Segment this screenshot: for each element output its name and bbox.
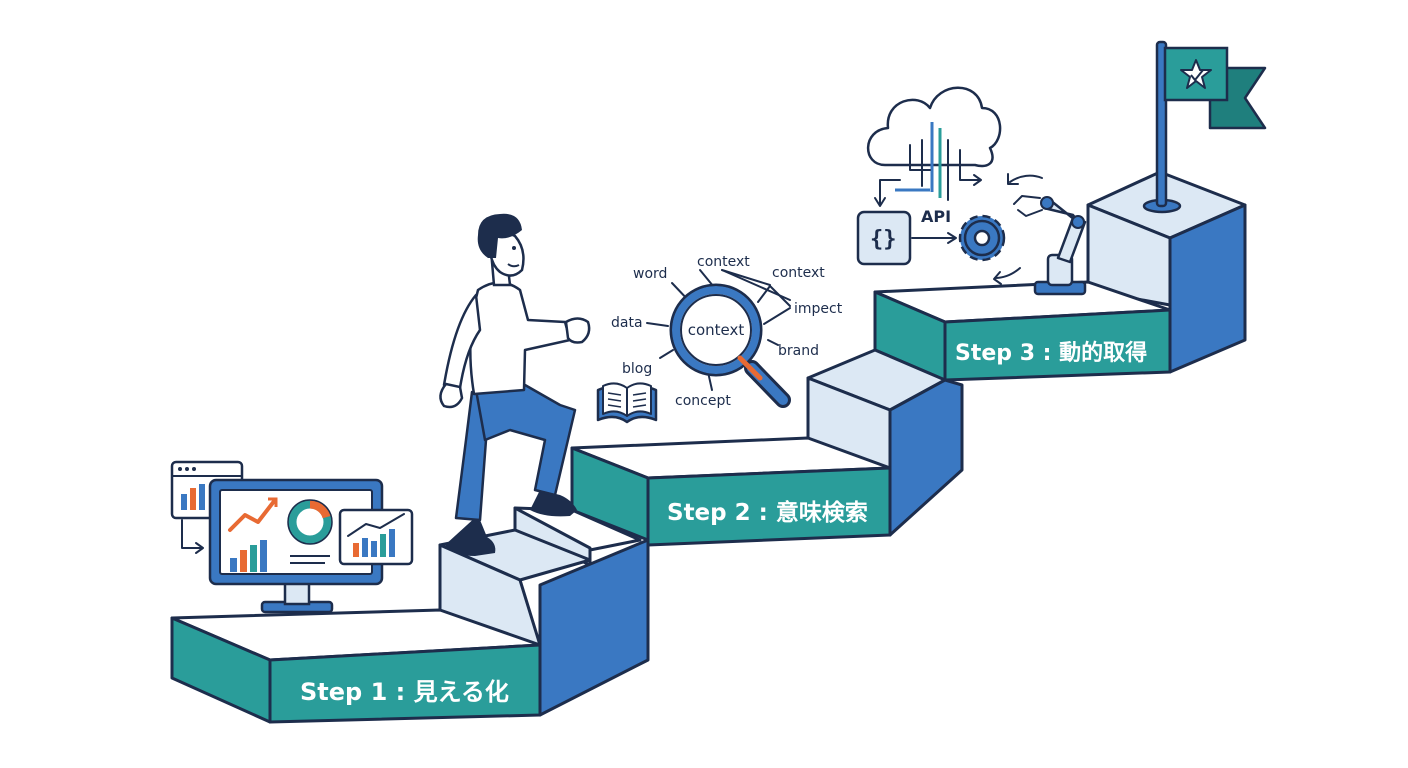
mindmap-word: data (611, 315, 643, 331)
api-label: API (921, 207, 951, 226)
mindmap-word: context (772, 265, 825, 281)
open-book-icon (596, 382, 658, 424)
step-1-block (170, 506, 650, 724)
mindmap-word: concept (675, 393, 731, 409)
robot-arm-icon (1013, 195, 1087, 296)
magnifier-icon (669, 283, 791, 408)
gear-icon (958, 214, 1006, 262)
svg-text:{}: {} (870, 227, 897, 252)
staircase: Step 1 : 見える化 Step 2 : 意味検索 Step 3 : 動的取… (170, 170, 1247, 724)
code-brackets-icon (856, 210, 912, 266)
goal-flag-icon (1142, 40, 1267, 214)
dashboard-group (170, 460, 414, 614)
step-3-label: Step 3 : 動的取得 (955, 340, 1147, 366)
mindmap-word: context (697, 254, 750, 270)
step-2-label: Step 2 : 意味検索 (667, 499, 868, 526)
mindmap-word: word (633, 266, 667, 282)
mindmap-center-word: context (688, 321, 745, 339)
climbing-person (439, 213, 591, 556)
api-cloud-group: {} API (856, 86, 1087, 296)
mindmap-word: blog (622, 361, 652, 377)
mindmap-word: brand (778, 343, 819, 359)
step-3-block (873, 170, 1247, 382)
semantic-search-group: context word context context data impect… (596, 254, 843, 424)
line-chart-card-icon (338, 508, 414, 566)
cloud-icon (866, 86, 1002, 168)
step-2-block (570, 348, 964, 547)
step-1-label: Step 1 : 見える化 (300, 678, 509, 706)
mindmap-word: impect (794, 301, 843, 317)
